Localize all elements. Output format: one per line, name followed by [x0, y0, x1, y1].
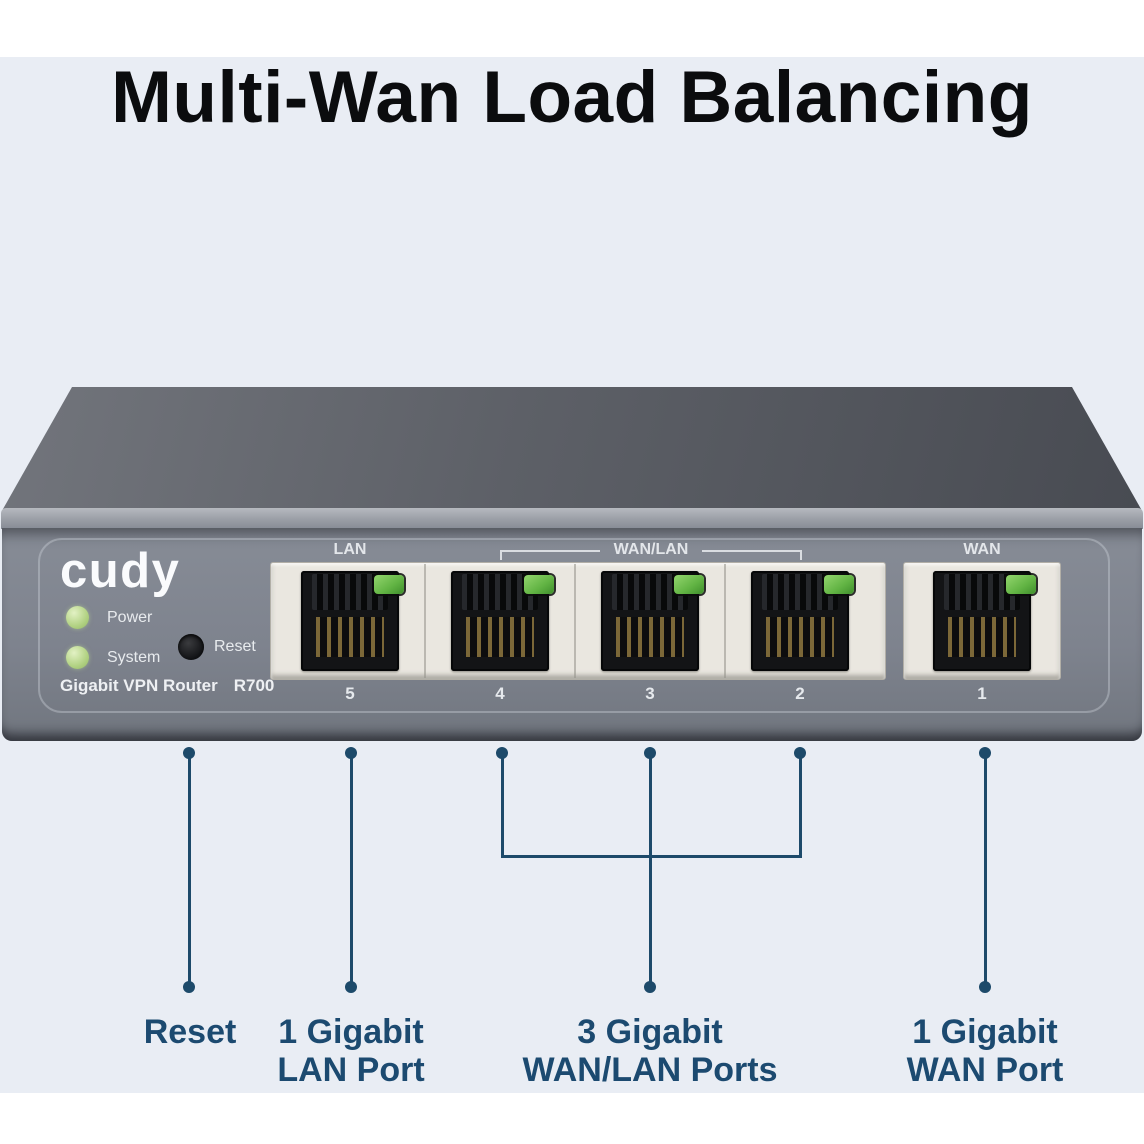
port-cell-5 [273, 562, 427, 680]
callout-line-wanlan-port3 [644, 747, 656, 993]
wanlan-bracket: WAN/LAN [500, 541, 802, 560]
bezel-seam [574, 564, 576, 678]
callout-line-reset [183, 747, 195, 993]
bracket-line-right [702, 550, 802, 552]
bracket-tick-left [500, 550, 502, 560]
callout-label-line: WAN Port [906, 1051, 1064, 1089]
port-cell-3 [573, 562, 727, 680]
callout-label-lan: 1 Gigabit LAN Port [277, 1013, 424, 1089]
callout-label-line: 3 Gigabit [577, 1013, 723, 1051]
port-number: 5 [345, 684, 355, 703]
callout-label-reset: Reset [144, 1013, 237, 1051]
port-cell-4 [423, 562, 577, 680]
callout-line-wanlan-port2 [794, 747, 806, 857]
callout-line-lan [345, 747, 357, 993]
page-title: Multi-Wan Load Balancing [111, 57, 1033, 138]
model-number: R700 [233, 676, 275, 695]
port-cell-1 [905, 562, 1059, 680]
bracket-line-left [500, 550, 600, 552]
callout-label-wanlan: 3 Gigabit WAN/LAN Ports [523, 1013, 778, 1089]
port-led-icon [1006, 575, 1036, 594]
brand-logo: cudy [60, 544, 181, 598]
reset-button-hole [178, 634, 204, 660]
callout-line-wanlan-port4 [496, 747, 508, 857]
bracket-tick-right [800, 550, 802, 560]
port-cell-2 [723, 562, 877, 680]
port-number: 3 [645, 684, 655, 703]
port-led-icon [374, 575, 404, 594]
port-group-label-lan: LAN [333, 541, 367, 558]
port-number: 2 [795, 684, 805, 703]
model-line-text: Gigabit VPN Router [60, 676, 218, 695]
system-led-label: System [107, 649, 161, 666]
port-group-label-wan: WAN [963, 541, 1001, 558]
router-front-lip [1, 508, 1143, 529]
callout-connector-wanlan [500, 855, 802, 858]
port-number: 1 [977, 684, 987, 703]
port-group-label-wanlan: WAN/LAN [613, 541, 689, 558]
port-led-icon [824, 575, 854, 594]
power-led-label: Power [107, 609, 153, 626]
reset-hole-label: Reset [214, 638, 256, 655]
power-led-icon [66, 606, 89, 629]
callout-line-wan [979, 747, 991, 993]
callout-label-line: LAN Port [277, 1051, 425, 1089]
bezel-seam [424, 564, 426, 678]
port-number: 4 [495, 684, 505, 703]
callout-label-line: Reset [143, 1013, 237, 1051]
rj45-jack-icon [451, 571, 549, 671]
callout-label-line: 1 Gigabit [912, 1013, 1058, 1051]
bezel-seam [724, 564, 726, 678]
system-led-icon [66, 646, 89, 669]
port-led-icon [524, 575, 554, 594]
panel-inset-border [38, 538, 1110, 713]
callout-label-line: WAN/LAN Ports [522, 1051, 778, 1089]
callout-label-line: 1 Gigabit [278, 1013, 424, 1051]
model-name: Gigabit VPN Router R700 [60, 676, 274, 696]
callout-label-wan: 1 Gigabit WAN Port [907, 1013, 1064, 1089]
router-top-face [3, 387, 1141, 509]
port-led-icon [674, 575, 704, 594]
